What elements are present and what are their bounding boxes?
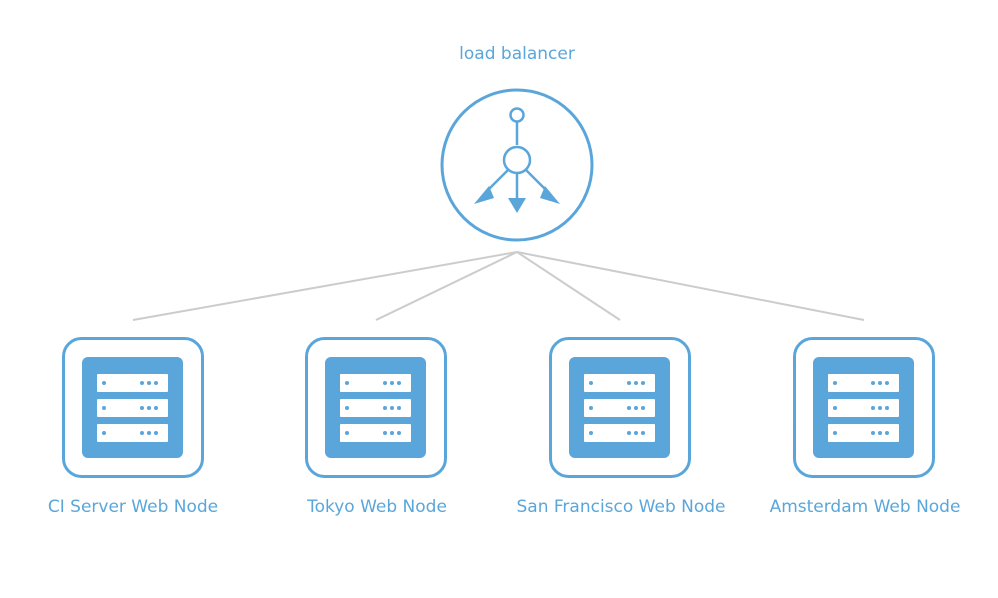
connector-line-sf	[516, 251, 621, 321]
server-rack-icon	[62, 337, 204, 478]
server-node-ci	[62, 337, 204, 478]
node-label-amsterdam: Amsterdam Web Node	[769, 497, 961, 517]
connector-line-tokyo	[375, 251, 518, 321]
server-node-tokyo	[305, 337, 447, 478]
connector-lines	[132, 251, 865, 321]
server-node-amsterdam	[793, 337, 935, 478]
server-rack-icon	[793, 337, 935, 478]
server-rack-icon	[305, 337, 447, 478]
load-balancer-label: load balancer	[459, 44, 575, 64]
node-label-san-francisco: San Francisco Web Node	[516, 497, 726, 517]
connector-line-ci	[132, 251, 518, 321]
node-label-tokyo: Tokyo Web Node	[307, 497, 447, 517]
server-node-san-francisco	[549, 337, 691, 478]
server-rack-icon	[549, 337, 691, 478]
node-label-ci-server: CI Server Web Node	[47, 497, 219, 517]
load-balancer-icon	[440, 88, 594, 242]
connector-line-amsterdam	[516, 251, 865, 321]
